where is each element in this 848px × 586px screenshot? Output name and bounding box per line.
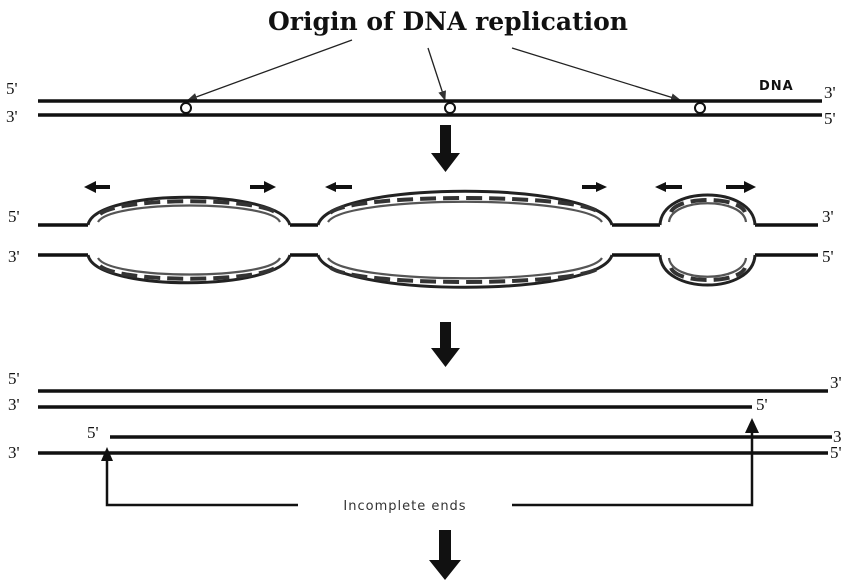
label-5prime: 5' bbox=[8, 207, 20, 226]
left-arrow-icon bbox=[325, 182, 352, 192]
origin-pointer-middle bbox=[428, 48, 445, 100]
fork-direction-arrows bbox=[84, 181, 756, 193]
incomplete-end-bracket bbox=[107, 460, 298, 505]
left-arrow-icon bbox=[655, 182, 682, 192]
label-5prime: 5' bbox=[830, 443, 842, 462]
label-3prime: 3' bbox=[822, 207, 834, 226]
diagram-title: Origin of DNA replication bbox=[268, 7, 628, 36]
bubble-inner bbox=[98, 206, 280, 223]
label-5prime: 5' bbox=[822, 247, 834, 266]
right-arrow-icon bbox=[726, 181, 756, 193]
origin-marker bbox=[181, 103, 191, 113]
down-arrow bbox=[431, 125, 460, 172]
bubble-inner bbox=[98, 258, 280, 275]
origin-pointer-left bbox=[188, 40, 352, 100]
label-5prime: 5' bbox=[87, 423, 99, 442]
label-5prime: 5' bbox=[8, 369, 20, 388]
stage-replication-bubbles: 5' 3' 3' 5' bbox=[8, 181, 834, 287]
label-5prime: 5' bbox=[756, 395, 768, 414]
left-arrow-icon bbox=[84, 181, 110, 193]
label-3prime: 3' bbox=[8, 247, 20, 266]
down-arrow bbox=[429, 530, 461, 580]
incomplete-end-bracket bbox=[512, 430, 752, 505]
origin-pointers bbox=[188, 40, 680, 100]
incomplete-ends-caption: Incomplete ends bbox=[343, 499, 466, 514]
label-3prime: 3' bbox=[824, 83, 836, 102]
label-3prime: 3' bbox=[830, 373, 842, 392]
bubble-inner bbox=[328, 202, 602, 222]
origin-marker bbox=[695, 103, 705, 113]
new-strand bbox=[671, 268, 745, 280]
label-3prime: 3' bbox=[8, 395, 20, 414]
label-5prime: 5' bbox=[824, 109, 836, 128]
label-5prime: 5' bbox=[6, 79, 18, 98]
up-arrow-icon bbox=[745, 418, 759, 433]
new-strand bbox=[671, 200, 745, 212]
dna-label: DNA bbox=[759, 79, 794, 94]
bubble-inner bbox=[328, 258, 602, 278]
down-arrow bbox=[431, 322, 460, 367]
label-3prime: 3' bbox=[6, 107, 18, 126]
stage-parental-dna: 5' 3' DNA 3' 5' bbox=[6, 79, 836, 128]
right-arrow-icon bbox=[250, 181, 276, 193]
origin-pointer-right bbox=[512, 48, 680, 100]
label-3prime: 3' bbox=[8, 443, 20, 462]
origin-marker bbox=[445, 103, 455, 113]
right-arrow-icon bbox=[582, 182, 607, 192]
stage-daughter-duplexes: 5' 3' 3' 5' 5' 3 3' 5' Incomplete ends bbox=[8, 369, 842, 514]
